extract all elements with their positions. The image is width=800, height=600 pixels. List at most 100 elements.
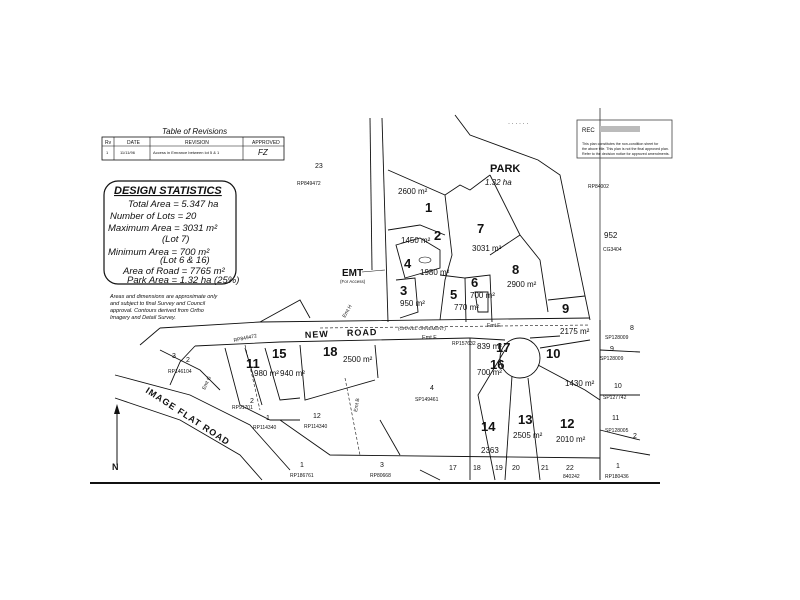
- sp-11: SP128005: [605, 428, 629, 434]
- svg-text:2600 m²: 2600 m²: [398, 187, 428, 196]
- sp-10: SP127742: [603, 395, 627, 401]
- svg-text:950 m²: 950 m²: [400, 299, 425, 308]
- lot-2-existing: 2: [250, 398, 254, 405]
- note-line-1: Areas and dimensions are approximate onl…: [109, 294, 219, 300]
- lot-2b-existing: 2: [186, 357, 190, 364]
- svg-text:10: 10: [546, 346, 560, 361]
- stats-park-area: Park Area = 1.32 ha (25%): [127, 275, 239, 286]
- svg-text:940 m²: 940 m²: [280, 369, 305, 378]
- north-label: N: [112, 462, 119, 472]
- rev-col-rv: Rv: [105, 140, 112, 146]
- lot-952: 952: [604, 231, 618, 240]
- revisions-title: Table of Revisions: [162, 127, 227, 136]
- stats-area-road: Area of Road = 7765 m²: [122, 266, 225, 277]
- rp-top-left: RP849472: [297, 181, 321, 187]
- bottom-lot-17: 17: [449, 465, 457, 472]
- lot-18: 18 2500 m²: [323, 344, 373, 364]
- lot-14: 14 2363: [481, 419, 499, 455]
- lot-8-existing: 8: [630, 325, 634, 332]
- rev-col-approved: APPROVED: [252, 140, 280, 146]
- plan-sheet: [90, 108, 660, 484]
- svg-text:3: 3: [400, 283, 407, 298]
- svg-text:2363: 2363: [481, 446, 499, 455]
- note-line-3: approval. Contours derived from Ortho: [110, 308, 204, 314]
- rp-3: RP146104: [168, 369, 192, 375]
- north-arrow: N: [112, 404, 120, 472]
- svg-text:16: 16: [490, 357, 504, 372]
- stats-number-lots: Number of Lots = 20: [110, 211, 197, 222]
- svg-text:12: 12: [560, 416, 574, 431]
- svg-text:2010 m²: 2010 m²: [556, 435, 586, 444]
- stamp-rec: REC: [582, 128, 595, 134]
- stats-minimum-note: (Lot 6 & 16): [160, 255, 210, 266]
- svg-text:770 m²: 770 m²: [454, 303, 479, 312]
- park-area: 1.32 ha: [485, 178, 512, 187]
- road-label-road: ROAD: [347, 327, 378, 338]
- svg-text:1: 1: [425, 200, 432, 215]
- bottom-lot-22: 22: [566, 465, 574, 472]
- lot-1: 1 2600 m²: [398, 187, 432, 215]
- svg-text:14: 14: [481, 419, 496, 434]
- approval-stamp: REC This plan constitutes the non-condit…: [576, 119, 673, 159]
- stamp-line-2: the above title. This plan is not the fi…: [582, 147, 669, 151]
- svg-text:8: 8: [512, 262, 519, 277]
- note-line-4: Imagery and Detail Survey.: [110, 315, 176, 321]
- cg-ref: CG3404: [603, 247, 622, 253]
- lot-11-existing: 11: [612, 415, 619, 422]
- lot-12-existing: 12: [313, 413, 321, 420]
- road-label-new: NEW: [305, 329, 329, 340]
- svg-text:6: 6: [471, 275, 478, 290]
- svg-text:3031 m²: 3031 m²: [472, 244, 502, 253]
- park-label: PARK: [490, 163, 520, 175]
- emt-e-label: Emt E: [487, 323, 501, 329]
- bottom-lot-20: 20: [512, 465, 520, 472]
- bottom-lot-1-right: 1: [616, 463, 620, 470]
- rev-row-approved: FZ: [258, 148, 269, 157]
- svg-text:13: 13: [518, 412, 532, 427]
- svg-text:980 m²: 980 m²: [254, 369, 279, 378]
- bottom-lot-1-rp: RP186761: [290, 473, 314, 479]
- rev-col-revision: REVISION: [185, 140, 209, 146]
- bottom-lot-19: 19: [495, 465, 503, 472]
- stamp-line-3: Refer to the decision notice for approve…: [582, 152, 670, 156]
- svg-text:17: 17: [496, 340, 510, 355]
- stats-total-area: Total Area = 5.347 ha: [128, 199, 218, 210]
- rev-row-rv: 1: [106, 150, 109, 155]
- stats-maximum-area: Maximum Area = 3031 m²: [108, 223, 218, 234]
- svg-text:18: 18: [323, 344, 337, 359]
- lot-3-existing: 3: [172, 353, 176, 360]
- boundary-lines: [114, 114, 651, 481]
- svg-text:4: 4: [404, 256, 412, 271]
- existing-parcels: RP849472 23 RP84002 952 CG3404 RP157632 …: [168, 163, 637, 480]
- emt-sub: (For Access): [340, 279, 366, 284]
- lot-4: 4 1980 m²: [404, 256, 450, 277]
- lot-4-existing: 4: [430, 385, 434, 392]
- svg-text:11: 11: [246, 356, 260, 371]
- sp-8: SP128009: [605, 335, 629, 341]
- svg-text:2500 m²: 2500 m²: [343, 355, 373, 364]
- easement-lines: [244, 324, 591, 456]
- sp-4: SP149461: [415, 397, 439, 403]
- stats-maximum-note: (Lot 7): [162, 234, 189, 245]
- svg-text:5: 5: [450, 287, 457, 302]
- revisions-table: Table of Revisions Rv DATE REVISION APPR…: [101, 127, 285, 161]
- svg-text:700 m²: 700 m²: [477, 368, 502, 377]
- svg-text:2175 m²: 2175 m²: [560, 327, 590, 336]
- stats-title: DESIGN STATISTICS: [114, 185, 222, 197]
- bottom-lot-3-rp: RP80668: [370, 473, 391, 479]
- svg-text:1980 m²: 1980 m²: [420, 268, 450, 277]
- lot-2-right: 2: [633, 433, 637, 440]
- emt-g-label: Emt G: [201, 375, 212, 390]
- road-gravel: (GRAVEL ORNEMENT): [398, 326, 446, 331]
- rp-south: RP157632: [452, 341, 476, 347]
